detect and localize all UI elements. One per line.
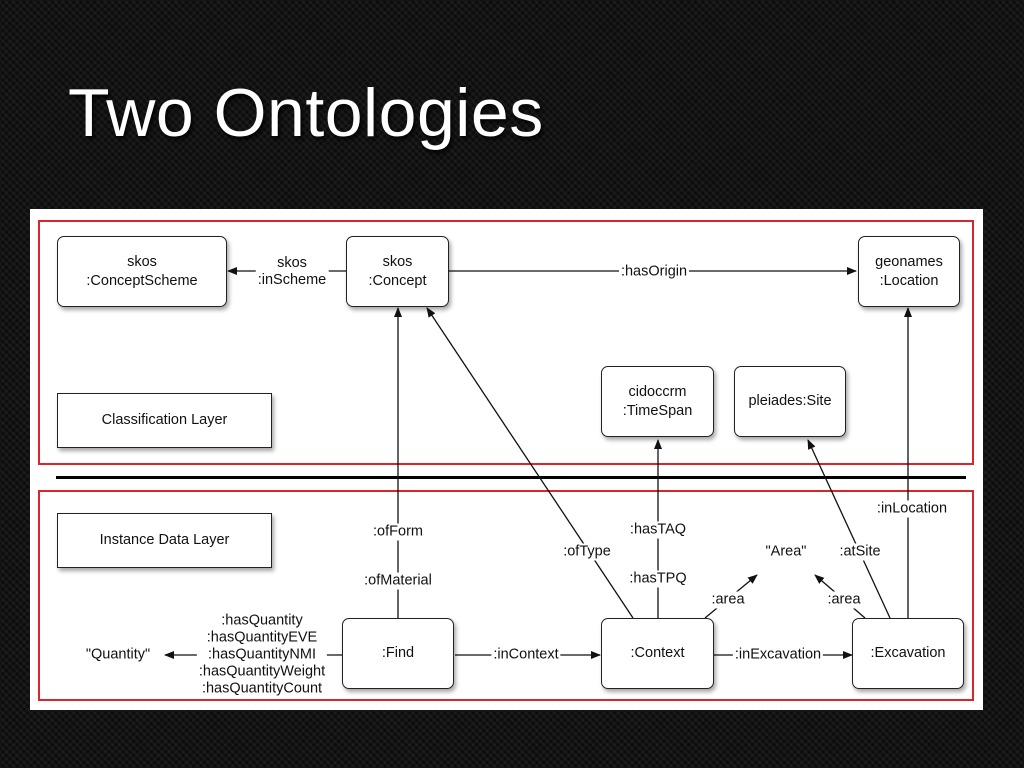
literal-quantity: "Quantity" [85,646,151,663]
edge-label-has-quantity: :hasQuantity :hasQuantityEVE :hasQuantit… [196,612,328,698]
node-concept-scheme: skos :ConceptScheme [57,236,227,307]
edge-label-has-tpq: :hasTPQ [627,570,689,588]
edge-label-in-location: :inLocation [874,500,950,518]
layer-label-classification: Classification Layer [57,393,272,448]
node-find: :Find [342,618,454,689]
node-context: :Context [601,618,714,689]
edge-of-type [426,307,634,619]
node-timespan: cidoccrm :TimeSpan [601,366,714,437]
edge-label-has-origin: :hasOrigin [618,263,690,281]
classification-layer-region [38,220,974,465]
edge-label-area-left: :area [709,591,747,609]
instance-layer-region [38,490,974,701]
node-location: geonames :Location [858,236,960,307]
edge-label-at-site: :atSite [837,543,883,561]
edge-label-area-right: :area [825,591,863,609]
edge-label-in-scheme: skos :inScheme [255,255,329,289]
layer-separator [56,476,966,479]
layer-label-instance: Instance Data Layer [57,513,272,568]
node-excavation: :Excavation [852,618,964,689]
edge-label-in-excavation: :inExcavation [732,646,824,664]
diagram-panel: skos :ConceptScheme skos :Concept geonam… [30,209,983,710]
edge-label-has-taq: :hasTAQ [627,521,689,539]
edge-at-site [807,439,891,619]
edge-label-of-form: :ofForm [371,523,425,541]
edge-label-in-context: :inContext [491,646,561,664]
edge-label-of-type: :ofType [561,543,613,561]
node-concept: skos :Concept [346,236,449,307]
edge-label-of-material: :ofMaterial [362,572,434,590]
literal-area: "Area" [765,543,807,560]
slide-title: Two Ontologies [68,75,544,151]
node-site: pleiades:Site [734,366,846,437]
